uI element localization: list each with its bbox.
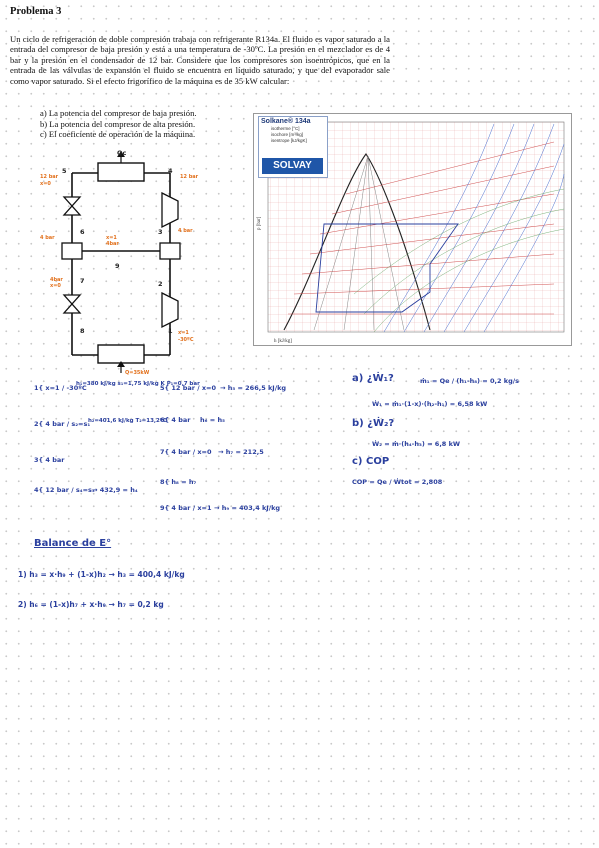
state-7-head: 7{ 4 bar / x=0 [160,448,212,456]
node-6: 6 [80,228,85,236]
state-4-head: 4{ 12 bar / s₄=s₃ [34,486,95,494]
saturation-dome [283,153,431,331]
balance-eq2: 2) h₆ = (1-x)h₇ + x·h₉ → h₇ = 0,2 kg [18,600,164,609]
chart-xlabel: h [kJ/kg] [274,339,292,344]
legend-isotherme: isotherme [°C] [271,126,300,131]
isentrope-lines [383,123,565,333]
quality-lines [313,155,405,331]
heat-out-arrowhead [117,151,125,157]
state-2-values: h₂=401,6 kJ/kg T₂=13,2ºC [88,418,167,424]
state-5-values: → h₅ = 266,5 kJ/kg [220,384,287,392]
state-6-head: 6{ 4 bar [160,416,191,424]
cycle-sketch [315,223,459,313]
state-9-head: 9{ 4 bar / x=1 [160,504,212,512]
condenser [97,162,145,182]
mixer-right [159,242,181,260]
mixer-left [61,242,83,260]
compressor-high [161,191,179,229]
heat-in-arrowhead [117,361,125,367]
node-7: 7 [80,277,85,285]
answer-b-line1: Ẇ₂ = ṁ·(h₄-h₃) = 6,8 kW [372,440,461,448]
label-top-right-p: 12 bar [180,174,199,180]
label-low-right-x: x=1 [178,330,189,336]
question-list: a) La potencia del compresor de baja pre… [40,108,250,140]
label-low-right-t: -30ºC [178,337,194,343]
question-a: a) La potencia del compresor de baja pre… [40,108,197,118]
question-c: c) El coeficiente de operación de la máq… [40,129,196,140]
balance-title: Balance de E° [34,538,112,549]
node-5: 5 [62,167,67,175]
state-1-head: 1{ x=1 / -30ºC [34,384,87,392]
label-low-left-x: x=0 [50,283,61,289]
answer-a-line2: Ẇ₁ = ṁ₁·(1-x)·(h₂-h₁) = 6,58 kW [372,400,488,408]
label-top-left-x: x=0 [40,181,51,187]
state-7-values: → h₇ = 212,5 [218,448,264,456]
label-top-left-p: 12 bar [40,174,59,180]
answer-b-head: b) ¿Ẇ₂? [352,418,395,429]
evaporator [97,344,145,364]
expansion-valve-low [62,294,82,314]
expansion-valve-high [62,196,82,216]
compressor-low [161,291,179,329]
state-6-values: h₆ = h₅ [200,416,225,424]
question-b: b) La potencia del compresor de alta pre… [40,118,196,129]
isochore-lines [353,188,565,333]
answer-a-line1: ṁ₁ = Qe / (h₁-h₈) = 0,2 kg/s [420,377,519,385]
balance-eq1: 1) h₃ = x·h₉ + (1-x)h₂ → h₃ = 400,4 kJ/k… [18,570,185,579]
state-4-values: → 432,9 = h₄ [92,486,138,494]
node-9: 9 [115,262,120,270]
label-low-left-p: 4bar [50,277,63,283]
chart-title: Solkane® 134a [261,118,311,125]
node-1: 1 [168,327,173,335]
state-2-head: 2{ 4 bar / s₂=s₁ [34,420,91,428]
node-8: 8 [80,327,85,335]
node-2: 2 [158,280,163,288]
label-mixer-p: 4bar [106,241,119,247]
refrigeration-cycle-diagram [61,151,181,373]
state-5-head: 5{ 12 bar / x=0 [160,384,217,392]
node-3: 3 [158,228,163,236]
legend-isochore: isochore [m³/kg] [271,132,304,137]
node-4: 4 [168,167,173,175]
answer-c-head: c) COP [352,456,390,467]
state-8-head: 8{ h₈ = h₇ [160,478,197,486]
label-qe: Q=35kW [125,370,150,376]
answer-c-line1: COP = Qe / Ẇtot = 2,808 [352,478,443,486]
problem-statement: Un ciclo de refrigeración de doble compr… [10,34,390,86]
state-3-head: 3{ 4 bar [34,456,65,464]
state-9-values: → h₉ = 403,4 kJ/kg [214,504,281,512]
label-mid-left-p: 4 bar [40,235,55,241]
label-qc: Qc [117,149,127,157]
legend-isentrope: isentrope [kJ/kgK] [271,138,307,143]
answer-a-head: a) ¿Ẇ₁? [352,373,394,384]
problem-title: Problema 3 [10,6,62,17]
label-mixer-x: x=1 [106,235,117,241]
chart-ylabel: p [bar] [257,216,262,230]
label-mid-right-p: 4 bar [178,228,193,234]
state-1-values: h₁=380 kJ/kg s₁=1,75 kJ/kg K P₁=0,7 bar [76,381,200,387]
solvay-logo: SOLVAY [262,158,323,174]
